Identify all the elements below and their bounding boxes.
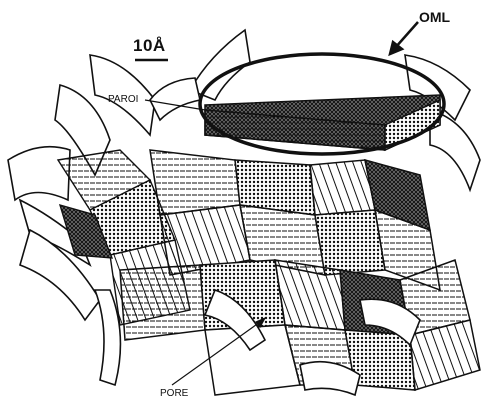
paroi-label: PAROI bbox=[108, 94, 138, 105]
scale-label: 10Å bbox=[133, 36, 166, 56]
oml-label: OML bbox=[419, 9, 450, 25]
pore-label: PORE bbox=[160, 388, 188, 399]
oml-arrow bbox=[390, 22, 418, 54]
lower-blocks bbox=[120, 260, 480, 395]
